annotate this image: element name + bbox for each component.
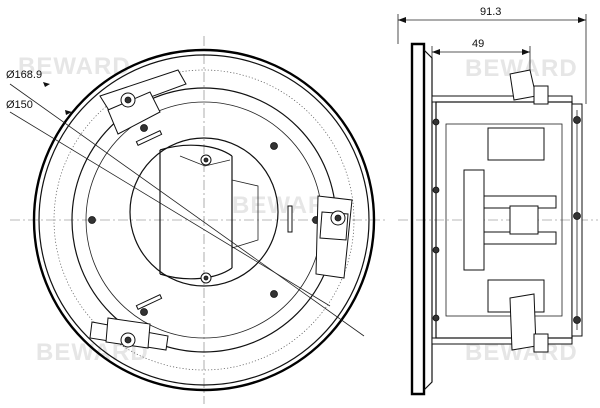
outer-trim-ring [32,48,376,392]
lens-housing-top [179,155,231,167]
side-bolt-2 [432,186,440,194]
inner-diameter-arrow [65,110,72,115]
body-depth-label: 49 [472,38,484,50]
inner-diameter-leader [9,111,331,307]
module-screw-bottom-head [203,275,209,281]
overall-depth-arrow-right [578,17,586,23]
body-depth-arrow-left [432,49,440,55]
module-screw-top-head [203,157,209,163]
mounting-clip-bottom-left [89,317,169,351]
watermark-top-left: BEWARD [18,53,131,80]
trim-inner-edge [38,54,370,386]
front-view: Ø168.9 Ø150 [6,36,385,404]
center-hub [509,205,539,235]
plate-hole-1 [140,124,148,132]
plate-slot-upper [135,130,163,146]
side-bolt-1 [432,118,440,126]
overall-depth-label: 91.3 [480,6,501,18]
cutout-dotted-circle [53,69,355,371]
bottom-flange [431,337,573,345]
side-view: 91.3 49 [397,6,598,396]
plate-slot-lower [135,294,163,310]
side-bolt-3 [432,246,440,254]
plate-hole-6 [140,308,148,316]
side-bolt-4 [432,314,440,322]
plate-slot-right [287,205,293,233]
inner-diameter-label: Ø150 [6,99,33,111]
plate-hole-5 [270,290,278,298]
rod-nut-1 [573,116,581,124]
trim-ring-lip [423,49,433,391]
outer-diameter-label: Ø168.9 [6,69,42,81]
outer-diameter-arrow [43,82,50,87]
plate-hole-3 [88,216,96,224]
plate-hole-2 [270,142,278,150]
lens-block [463,169,485,271]
rod-nut-2 [573,212,581,220]
lens-housing-outline [159,144,233,280]
side-clip-bottom [509,293,549,353]
outer-diameter-leader [9,83,365,337]
camera-module [129,137,279,287]
side-clip-top [509,69,549,105]
mounting-clip-right [315,195,353,279]
rod-nut-3 [573,316,581,324]
lens-housing-side [231,179,259,249]
mounting-clip-top-left [99,69,187,135]
body-depth-arrow-right [522,49,530,55]
housing-inner-frame [445,123,563,317]
upper-bracket [487,127,545,161]
trim-ring-profile [410,42,426,396]
top-flange [431,95,573,103]
overall-depth-arrow-left [398,17,406,23]
